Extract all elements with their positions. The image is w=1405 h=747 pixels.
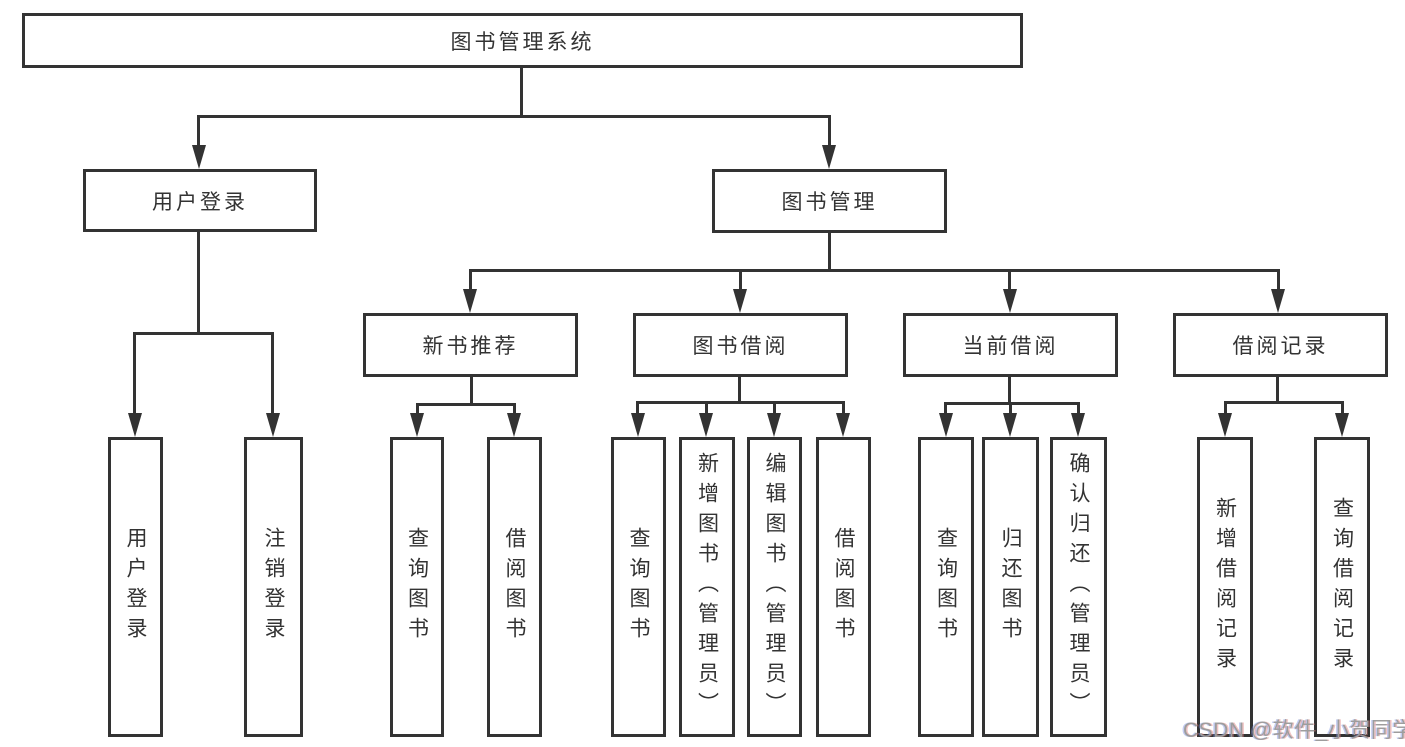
connector-book-management-stem <box>828 233 831 272</box>
arrow-down-icon <box>939 413 953 437</box>
node-borrow-record-label: 借阅记录 <box>1232 335 1329 358</box>
arrow-down-icon <box>128 413 142 437</box>
leaf-bb-query-book: 查询图书 <box>611 437 666 737</box>
node-current-borrow-label: 当前借阅 <box>962 335 1059 358</box>
leaf-bb-edit-book-admin-label: 编辑图书（管理员） <box>763 452 787 722</box>
csdn-watermark: CSDN @软件_小贺同学 <box>1183 719 1405 742</box>
arrow-down-icon <box>1003 413 1017 437</box>
arrow-down-icon <box>1071 413 1085 437</box>
arrow-down-icon <box>836 413 850 437</box>
node-book-borrow-label: 图书借阅 <box>692 335 789 358</box>
arrow-down-icon <box>733 289 747 313</box>
arrow-down-icon <box>1003 289 1017 313</box>
connector-drop-new-book <box>469 269 472 291</box>
leaf-br-add-record: 新增借阅记录 <box>1197 437 1253 737</box>
connector-current-borrow-bar <box>945 402 1080 405</box>
connector-drop-nb-query <box>416 403 419 415</box>
leaf-bb-query-book-label: 查询图书 <box>627 527 651 647</box>
leaf-cb-query-book: 查询图书 <box>918 437 974 737</box>
leaf-cb-return-book: 归还图书 <box>982 437 1039 737</box>
node-root-system: 图书管理系统 <box>22 13 1023 68</box>
leaf-logout-login: 注销登录 <box>244 437 303 737</box>
leaf-user-login-label: 用户登录 <box>124 527 148 647</box>
connector-drop-current-borrow <box>1008 269 1011 291</box>
connector-drop-bb-query <box>636 401 639 415</box>
connector-root-stem <box>520 68 523 118</box>
leaf-nb-borrow-book-label: 借阅图书 <box>503 527 527 647</box>
connector-root-bar <box>197 115 831 118</box>
leaf-cb-confirm-return-admin-label: 确认归还（管理员） <box>1067 452 1091 722</box>
connector-drop-nb-borrow <box>513 403 516 415</box>
arrow-down-icon <box>507 413 521 437</box>
connector-borrow-record-bar <box>1224 401 1344 404</box>
connector-drop-borrow-record <box>1277 269 1280 291</box>
node-book-management-label: 图书管理 <box>781 191 878 214</box>
leaf-user-login: 用户登录 <box>108 437 163 737</box>
node-borrow-record: 借阅记录 <box>1173 313 1388 377</box>
connector-drop-leaf-user-login <box>133 332 136 415</box>
arrow-down-icon <box>631 413 645 437</box>
arrow-down-icon <box>767 413 781 437</box>
leaf-bb-add-book-admin-label: 新增图书（管理员） <box>695 452 719 722</box>
arrow-down-icon <box>266 413 280 437</box>
leaf-nb-query-book: 查询图书 <box>390 437 444 737</box>
connector-drop-book-borrow <box>739 269 742 291</box>
connector-drop-bb-edit <box>773 401 776 415</box>
node-book-borrow: 图书借阅 <box>633 313 848 377</box>
leaf-cb-query-book-label: 查询图书 <box>934 527 958 647</box>
connector-drop-br-add <box>1224 401 1227 415</box>
leaf-nb-query-book-label: 查询图书 <box>405 527 429 647</box>
arrow-down-icon <box>463 289 477 313</box>
connector-drop-cb-query <box>944 402 947 415</box>
arrow-down-icon <box>192 145 206 169</box>
connector-new-book-bar <box>416 403 516 406</box>
arrow-down-icon <box>410 413 424 437</box>
leaf-bb-borrow-book-label: 借阅图书 <box>832 527 856 647</box>
connector-book-borrow-bar <box>637 401 845 404</box>
connector-drop-bb-borrow <box>842 401 845 415</box>
connector-new-book-stem <box>470 377 473 406</box>
connector-user-login-bar <box>133 332 274 335</box>
leaf-bb-add-book-admin: 新增图书（管理员） <box>679 437 735 737</box>
leaf-bb-borrow-book: 借阅图书 <box>816 437 871 737</box>
arrow-down-icon <box>1271 289 1285 313</box>
leaf-br-add-record-label: 新增借阅记录 <box>1213 497 1237 677</box>
node-root-label: 图书管理系统 <box>450 30 595 54</box>
leaf-logout-login-label: 注销登录 <box>262 527 286 647</box>
connector-drop-user-login <box>197 115 200 147</box>
leaf-br-query-record: 查询借阅记录 <box>1314 437 1370 737</box>
leaf-cb-confirm-return-admin: 确认归还（管理员） <box>1050 437 1107 737</box>
leaf-nb-borrow-book: 借阅图书 <box>487 437 542 737</box>
connector-book-management-bar <box>469 269 1280 272</box>
node-new-book-recommend: 新书推荐 <box>363 313 578 377</box>
connector-drop-leaf-logout <box>271 332 274 415</box>
leaf-br-query-record-label: 查询借阅记录 <box>1330 497 1354 677</box>
arrow-down-icon <box>1335 413 1349 437</box>
arrow-down-icon <box>822 145 836 169</box>
leaf-cb-return-book-label: 归还图书 <box>999 527 1023 647</box>
connector-book-borrow-stem <box>738 377 741 404</box>
node-book-management: 图书管理 <box>712 169 947 233</box>
connector-current-borrow-stem <box>1008 377 1011 405</box>
node-user-login-label: 用户登录 <box>152 190 248 214</box>
connector-drop-cb-return <box>1009 402 1012 415</box>
connector-borrow-record-stem <box>1276 377 1279 404</box>
connector-drop-bb-add <box>705 401 708 415</box>
node-user-login: 用户登录 <box>83 169 317 232</box>
connector-drop-book-management <box>828 115 831 147</box>
arrow-down-icon <box>699 413 713 437</box>
connector-drop-cb-confirm <box>1077 402 1080 415</box>
node-new-book-recommend-label: 新书推荐 <box>422 335 519 358</box>
connector-drop-br-query <box>1341 401 1344 415</box>
leaf-bb-edit-book-admin: 编辑图书（管理员） <box>747 437 802 737</box>
arrow-down-icon <box>1218 413 1232 437</box>
connector-user-login-stem <box>197 232 200 335</box>
node-current-borrow: 当前借阅 <box>903 313 1118 377</box>
